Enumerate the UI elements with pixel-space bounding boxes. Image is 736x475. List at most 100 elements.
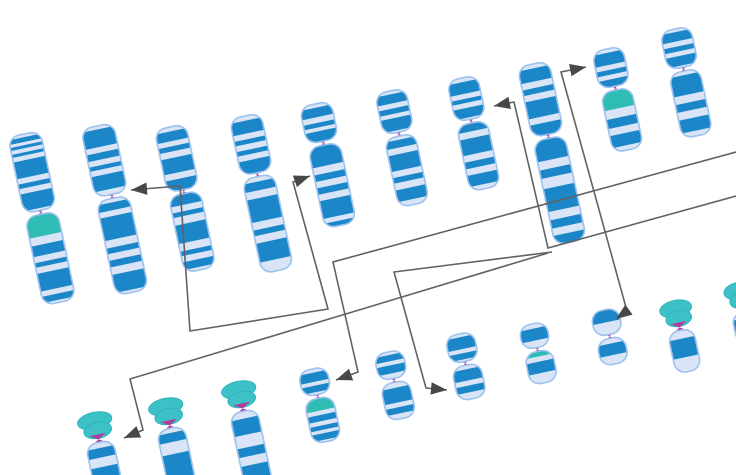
blue-band [255, 237, 292, 263]
chromosome-top-7 [446, 74, 501, 192]
blue-band [606, 113, 639, 130]
chromosome-arm [229, 112, 273, 177]
blue-band [91, 170, 127, 193]
blue-band [41, 290, 76, 304]
chromosome-arm [456, 119, 501, 192]
arrow-head-icon [124, 426, 142, 438]
blue-band [309, 422, 340, 433]
blue-band [592, 49, 626, 68]
chromosome-arm [524, 348, 559, 386]
chromosome-top-4 [229, 112, 294, 274]
chromosome-top-2 [80, 122, 149, 296]
blue-band [388, 149, 422, 173]
blue-band [374, 352, 405, 365]
blue-band [663, 42, 695, 55]
blue-band [31, 239, 66, 258]
chromosome-bottom-10 [723, 281, 736, 345]
blue-band [381, 384, 413, 406]
blue-band [246, 193, 283, 224]
blue-band [524, 95, 560, 120]
blue-band [456, 119, 489, 135]
translocation-connector-c1 [130, 175, 330, 332]
blue-band [675, 98, 708, 114]
blue-band [453, 104, 486, 121]
chromosome-top-10 [659, 25, 713, 139]
teal-band [600, 86, 635, 112]
blue-band [172, 206, 205, 219]
blue-band [90, 463, 124, 475]
chromosome-arm [668, 67, 713, 139]
chromosome-arm [304, 395, 342, 445]
blue-band [678, 114, 712, 134]
blue-band [395, 184, 429, 203]
chromosome-arm [596, 335, 630, 367]
blue-band [231, 415, 262, 438]
blue-band [597, 340, 628, 358]
blue-band [34, 256, 68, 268]
chromosome-arm [667, 327, 702, 375]
blue-band [553, 229, 587, 246]
blue-band [86, 445, 117, 461]
chromosome-arm [374, 87, 414, 136]
blue-band [660, 28, 693, 45]
blue-band [298, 369, 329, 385]
arrow-head-icon [494, 96, 511, 109]
chromosome-arm [659, 25, 699, 71]
chromosome-arm [446, 74, 486, 123]
chromosome-arm [242, 173, 294, 274]
chromosome-arm [154, 123, 199, 193]
blue-band [464, 156, 496, 170]
blue-band [448, 350, 479, 363]
chromosome-arm [297, 365, 332, 398]
chromosome-arm [80, 122, 128, 198]
chromosome-top-8 [517, 60, 587, 246]
blue-band [375, 91, 408, 107]
blue-band [234, 135, 267, 147]
blue-band [447, 78, 481, 97]
blue-band [316, 181, 350, 195]
chromosome-arm [380, 379, 417, 422]
chromosome-arm [373, 348, 408, 382]
chromosome-arm [156, 425, 204, 475]
satellite-knob [148, 397, 184, 426]
blue-band [253, 224, 286, 237]
blue-band [243, 178, 277, 194]
blue-band [158, 142, 191, 155]
blue-band [81, 125, 118, 150]
blue-band [311, 429, 342, 443]
chromosome-top-1 [7, 130, 76, 306]
blue-band [529, 119, 564, 138]
blue-band [385, 136, 418, 151]
blue-band [380, 114, 414, 134]
arrow-head-icon [616, 304, 633, 319]
chromosome-bottom-6 [444, 330, 487, 402]
blue-band [240, 461, 273, 475]
blue-band [455, 382, 486, 395]
chromosome-arm [590, 307, 623, 338]
blue-band [378, 105, 410, 117]
blue-band [108, 254, 143, 268]
arrow-head-icon [292, 175, 310, 188]
blue-band [669, 335, 699, 360]
blue-band [89, 160, 123, 172]
blue-band [392, 171, 425, 184]
blue-band [539, 164, 573, 179]
blue-band [598, 75, 631, 90]
blue-band [17, 177, 52, 190]
blue-band [106, 241, 140, 255]
blue-band [20, 187, 56, 212]
chromosome-arm [96, 194, 149, 296]
blue-band [669, 71, 705, 98]
blue-band [11, 148, 45, 159]
blue-band [596, 66, 628, 78]
blue-band [237, 443, 267, 459]
blue-band [161, 450, 196, 475]
blue-band [86, 148, 121, 163]
blue-band [99, 211, 137, 242]
chromosome-top-5 [299, 100, 357, 229]
blue-band [549, 213, 583, 229]
blue-band [236, 145, 269, 157]
blue-band [522, 83, 555, 97]
chromosome-arm [591, 45, 631, 90]
blue-band [111, 268, 148, 293]
